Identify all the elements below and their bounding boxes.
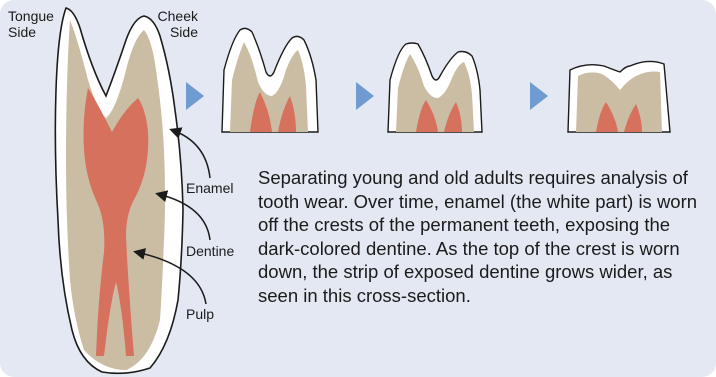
progression-arrow-3 [530, 82, 548, 110]
wear-stage-2-crown [388, 43, 482, 132]
progression-arrow-2 [356, 82, 374, 110]
pulp-label: Pulp [186, 306, 214, 322]
wear-stage-1-crown [222, 28, 318, 132]
progression-arrow-1 [186, 82, 204, 110]
cheek-side-label: Cheek Side [138, 8, 198, 40]
dentine-label: Dentine [186, 243, 234, 259]
tongue-side-label: Tongue Side [8, 8, 78, 40]
enamel-label: Enamel [186, 180, 233, 196]
tooth-wear-description: Separating young and old adults requires… [258, 166, 708, 307]
full-tooth-cross-section [55, 8, 183, 373]
wear-stage-3-crown [568, 61, 670, 132]
